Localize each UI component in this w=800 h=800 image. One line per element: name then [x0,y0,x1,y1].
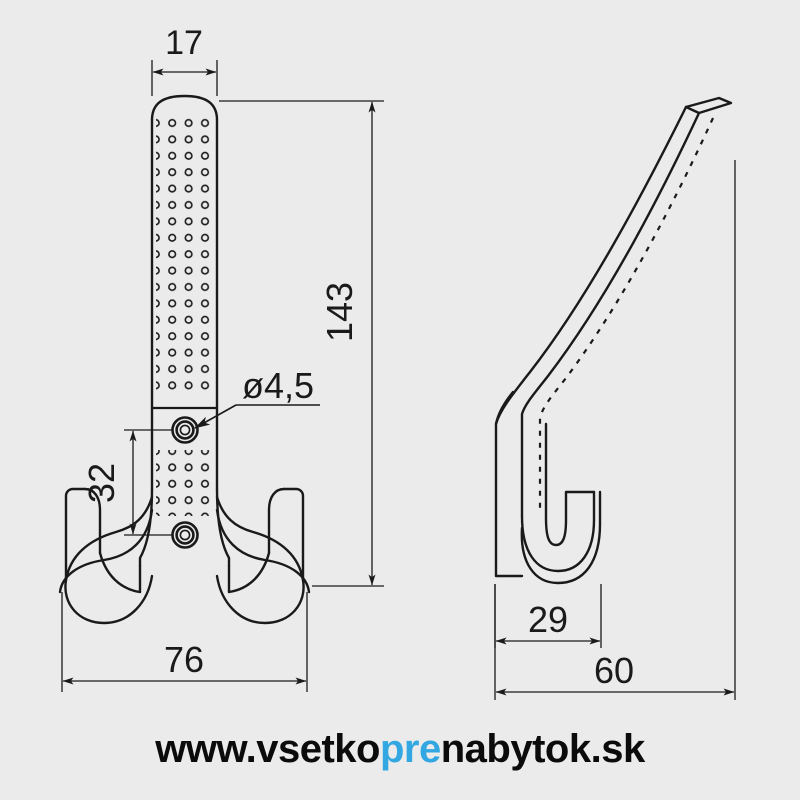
front-view-dot-texture [156,112,214,516]
dimension-hole-spacing [124,429,172,536]
dimension-depth-overall [494,160,736,700]
watermark-prefix: www.vsetko [155,727,380,771]
dimension-width-overall [61,592,308,692]
screw-hole-upper [171,416,199,444]
dimension-height-total [219,100,384,587]
dimension-label-143: 143 [319,282,360,342]
watermark-suffix: nabytok.sk [440,727,645,771]
watermark-url: www.vsetkoprenabytok.sk [0,727,800,772]
leader-line-4-5 [194,404,237,429]
side-view-geometry [494,96,733,585]
dimension-width-top [151,60,218,96]
watermark-highlight: pre [380,727,441,771]
dimension-label-76: 76 [164,639,204,680]
dimension-label-hole-diameter: ø4,5 [242,365,314,406]
screw-hole-lower [171,521,199,549]
dimension-label-17: 17 [165,24,203,62]
dimension-label-29: 29 [528,599,568,640]
side-view-seam-texture [538,117,715,512]
dimension-label-32: 32 [81,463,122,503]
dimension-label-60: 60 [594,650,634,691]
dimension-hole-diameter [194,404,320,429]
front-view-geometry [58,94,311,625]
